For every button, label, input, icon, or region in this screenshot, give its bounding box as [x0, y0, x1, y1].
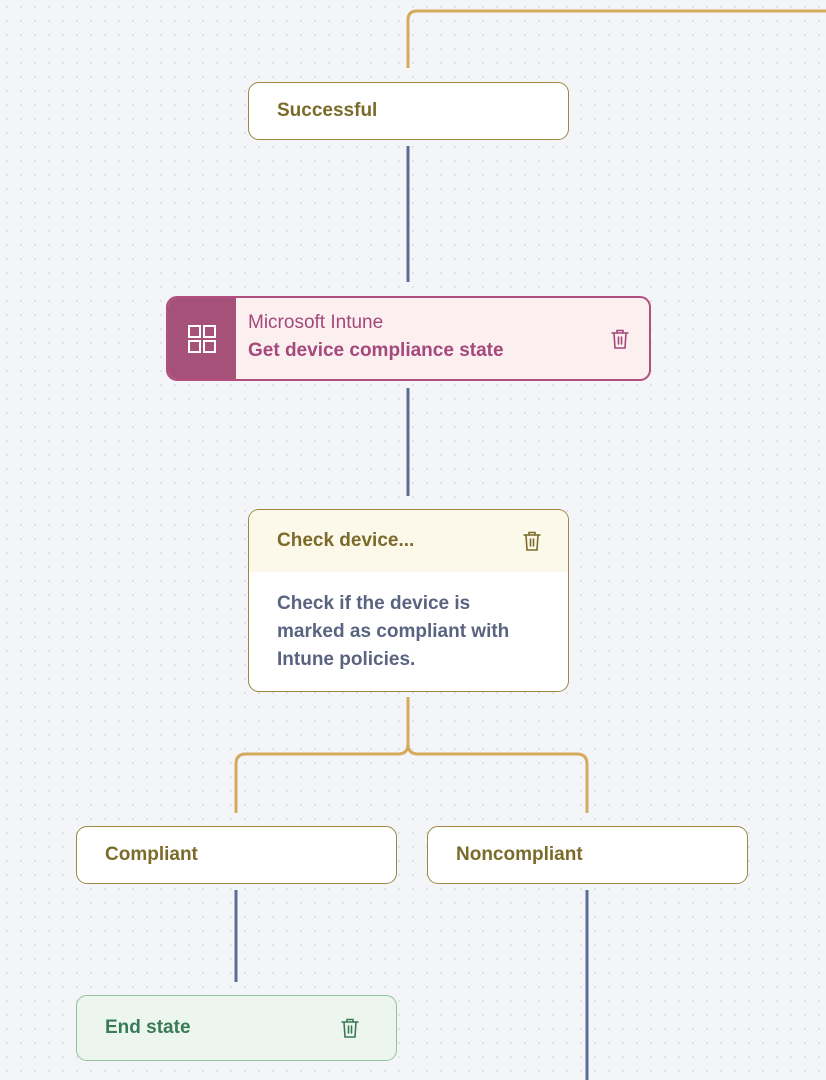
end-state-label: End state — [105, 1017, 191, 1038]
trash-icon — [610, 328, 630, 350]
grid-app-icon — [187, 324, 217, 354]
action-app-name: Microsoft Intune — [248, 312, 384, 333]
action-text: Microsoft Intune Get device compliance s… — [236, 298, 591, 379]
compliant-branch-node[interactable]: Compliant — [76, 826, 397, 884]
condition-description: Check if the device is marked as complia… — [277, 593, 510, 670]
condition-title: Check device... — [277, 530, 415, 551]
successful-branch-node[interactable]: Successful — [248, 82, 569, 140]
end-state-node[interactable]: End state — [76, 995, 397, 1061]
noncompliant-branch-node[interactable]: Noncompliant — [427, 826, 748, 884]
delete-end-state-button[interactable] — [340, 1017, 360, 1039]
condition-header: Check device... — [249, 510, 568, 572]
trash-icon — [523, 531, 541, 551]
trash-icon — [341, 1018, 359, 1038]
action-title: Get device compliance state — [248, 340, 504, 361]
branch-label: Noncompliant — [456, 844, 583, 865]
condition-node[interactable]: Check device... Check if the device is m… — [248, 509, 569, 692]
branch-label: Successful — [277, 100, 378, 121]
delete-action-button[interactable] — [591, 298, 649, 379]
branch-label: Compliant — [105, 844, 198, 865]
connector-top-gold — [406, 9, 826, 68]
intune-action-node[interactable]: Microsoft Intune Get device compliance s… — [166, 296, 651, 381]
app-icon-box — [168, 298, 236, 379]
delete-condition-button[interactable] — [522, 530, 542, 552]
connector-branch-split — [234, 697, 589, 813]
